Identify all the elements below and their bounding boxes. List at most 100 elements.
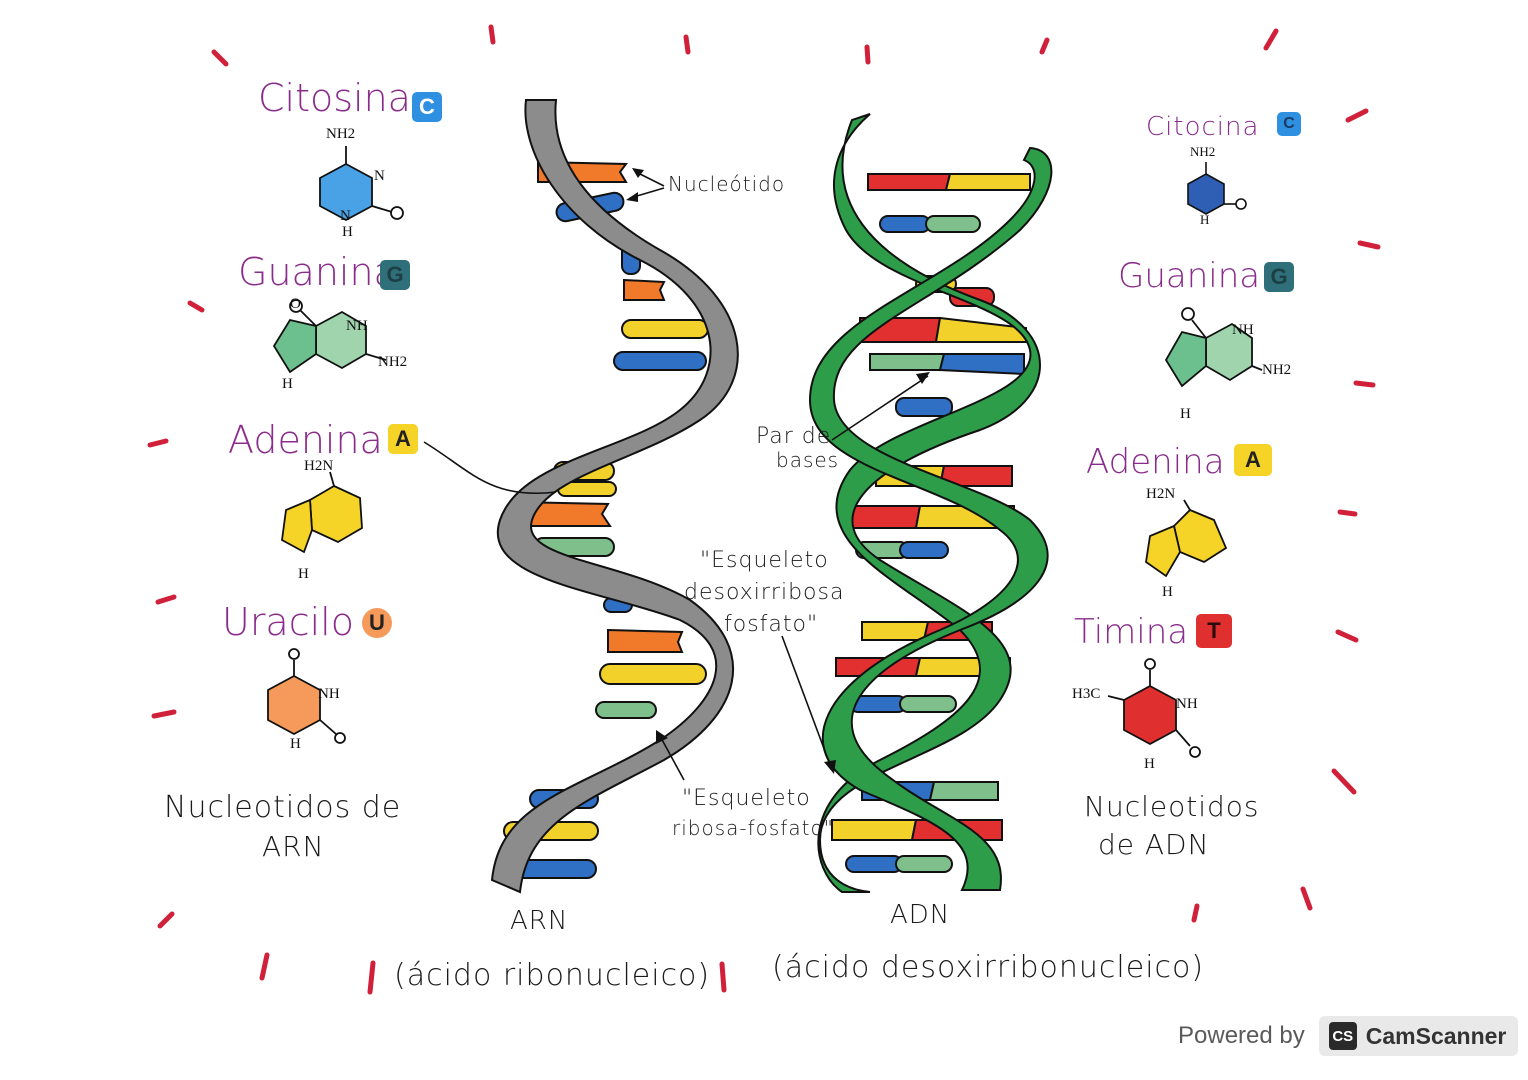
label-esqueleto-ribosa-2: ribosa-fosfato": [672, 816, 834, 840]
molecule-thymine-right: [1107, 658, 1201, 758]
label-esqueleto-desox-2: desoxirribosa: [684, 580, 845, 605]
base-name-citocina-right: Citocina: [1146, 112, 1260, 142]
base-badge-c-right: C: [1277, 112, 1301, 136]
label-par-de-bases-2: bases: [776, 448, 840, 472]
dna-base-cytosine: [895, 397, 953, 417]
base-badge-c-left: C: [412, 92, 442, 122]
chem-label-h2n: H2N: [1146, 486, 1176, 502]
base-name-adenina-left: Adenina: [228, 418, 383, 462]
chem-label-h2n: H2N: [304, 458, 334, 474]
arrow-heads: [626, 168, 930, 774]
tick-mark: [155, 594, 177, 605]
base-name-timina-right: Timina: [1074, 612, 1189, 652]
base-name-guanina-left: Guanina: [238, 250, 397, 294]
camscanner-badge: CS CamScanner: [1318, 1016, 1519, 1056]
tick-mark: [187, 300, 205, 313]
chem-label-h: H: [1180, 406, 1191, 422]
arrow-head: [626, 192, 638, 202]
rna-base-adenine: [621, 319, 709, 339]
tick-mark: [157, 911, 175, 929]
tick-mark: [1357, 240, 1381, 250]
chem-label-nh2: NH2: [326, 126, 356, 142]
tick-mark: [1263, 28, 1279, 51]
tick-mark: [1345, 108, 1369, 123]
esqueleto-ribosa-arrow-line: [659, 735, 685, 781]
base-badge-g-left: G: [380, 260, 410, 290]
camscanner-logo-icon: CS: [1328, 1022, 1357, 1050]
chem-label-h: H: [290, 736, 301, 752]
dna-backbone-strand: [817, 113, 1041, 893]
label-esqueleto-desox-3: fosfato": [724, 612, 819, 637]
tick-mark: [1337, 509, 1358, 517]
rna-helix: [490, 99, 739, 894]
powered-by-text: Powered by: [1178, 1022, 1305, 1049]
base-badge-u-left: U: [362, 608, 392, 638]
rna-base-adenine: [599, 663, 707, 685]
tick-mark: [719, 961, 727, 993]
rna-base-uracil: [623, 278, 666, 301]
tick-mark: [211, 49, 229, 67]
chem-label-h3c: H3C: [1072, 686, 1101, 702]
label-adn: ADN: [890, 900, 951, 930]
chem-label-nh: NH: [1176, 696, 1198, 712]
dna-base-pairs: [831, 173, 1031, 873]
dna-base-cytosine: [845, 855, 903, 873]
label-arn: ARN: [510, 906, 569, 936]
arrow-head: [916, 372, 930, 384]
chem-label-nh: NH: [346, 318, 368, 334]
caption-arn-line1: Nucleotidos de: [164, 790, 402, 825]
chem-label-nh: NH: [318, 686, 340, 702]
molecule-guanine-left: [272, 299, 387, 374]
label-par-de-bases-1: Par de: [756, 424, 832, 449]
label-arn-full: (ácido ribonucleico): [394, 958, 711, 993]
dna-base-adenine: [944, 173, 1031, 191]
chem-label-n: N: [340, 208, 351, 224]
tick-mark: [1039, 37, 1050, 55]
chem-label-nh2: NH2: [1262, 362, 1292, 378]
tick-mark: [259, 952, 270, 981]
molecule-cytosine-left: [319, 146, 404, 222]
label-esqueleto-ribosa-1: "Esqueleto: [682, 786, 811, 811]
base-name-adenina-right: Adenina: [1086, 442, 1225, 482]
tick-mark: [367, 960, 376, 995]
arrow-head: [656, 730, 668, 744]
dna-base-adenine: [861, 621, 930, 641]
tick-mark: [1335, 629, 1359, 643]
chem-label-n: N: [374, 168, 385, 184]
dna-base-cytosine: [879, 215, 931, 233]
tick-mark: [1353, 380, 1376, 388]
camscanner-watermark: Powered by CS CamScanner: [1178, 1016, 1519, 1056]
chem-label-nh2: NH2: [378, 354, 408, 370]
adenina-pointer-line: [423, 441, 557, 494]
molecule-adenine-left: [281, 471, 363, 554]
arrow-head: [824, 760, 836, 774]
base-name-uracilo-left: Uracilo: [222, 600, 354, 644]
dna-base-thymine: [867, 173, 952, 191]
dna-base-guanine: [928, 781, 999, 801]
rna-base-uracil: [607, 628, 684, 653]
dna-base-guanine: [925, 215, 981, 233]
tick-mark: [1331, 768, 1357, 795]
arrow-head: [632, 168, 644, 178]
tick-mark: [488, 24, 496, 45]
dna-base-cytosine: [899, 541, 949, 559]
base-badge-a-left: A: [388, 424, 418, 454]
caption-adn-line1: Nucleotidos: [1084, 790, 1260, 823]
decorative-ticks: [147, 24, 1381, 995]
tick-mark: [147, 438, 169, 448]
tick-mark: [1300, 886, 1313, 911]
molecule-guanine-right: [1164, 307, 1263, 388]
molecule-uracil-left: [267, 648, 346, 744]
dna-base-guanine: [895, 855, 953, 873]
label-esqueleto-desox-1: "Esqueleto: [700, 548, 829, 573]
caption-arn-line2: ARN: [262, 830, 325, 863]
rna-backbone: [490, 99, 739, 894]
tick-mark: [864, 44, 871, 65]
chem-label-h: H: [1144, 756, 1155, 772]
chem-label-h: H: [1200, 212, 1210, 227]
molecule-cytosine-right: [1187, 162, 1247, 215]
tick-mark: [683, 34, 691, 55]
dna-helix: [808, 113, 1053, 893]
base-name-citosina-left: Citosina: [258, 76, 411, 120]
